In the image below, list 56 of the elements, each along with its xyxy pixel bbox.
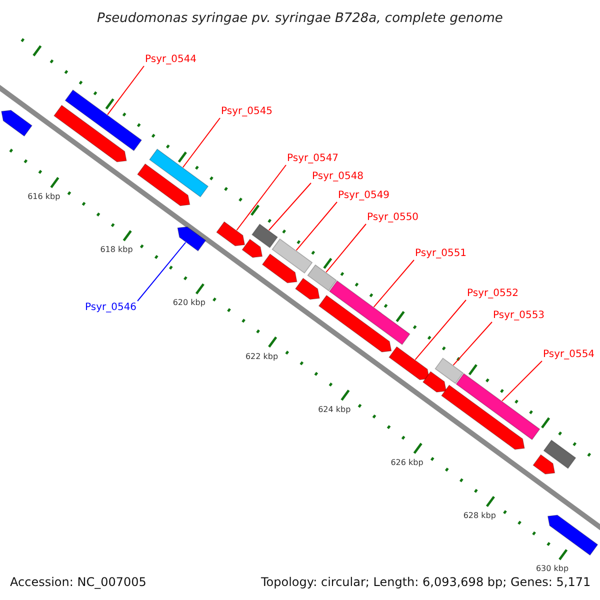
leader-line: [236, 164, 286, 231]
leader-line: [296, 202, 338, 251]
gene-segment: [532, 454, 556, 474]
leader-line: [137, 242, 186, 302]
gene-segment: [177, 226, 206, 252]
leader-line: [502, 360, 542, 402]
scale-label: 618 kbp: [100, 246, 133, 254]
gene-segment: [422, 371, 447, 393]
gene-label: Psyr_0552: [467, 289, 519, 299]
gene-label: Psyr_0550: [367, 213, 419, 223]
gene-bar: [64, 89, 142, 152]
gene-segment: [262, 254, 298, 284]
gene-segment: [53, 104, 127, 162]
genome-info-text: Topology: circular; Length: 6,093,698 bp; Genes: 5,171: [261, 576, 591, 588]
scale-label: 626 kbp: [390, 458, 424, 467]
leader-line: [414, 300, 466, 360]
leader-line: [107, 66, 144, 116]
gene-bar: [272, 238, 313, 274]
gene-label: Psyr_0545: [221, 107, 273, 117]
scale-label: 620 kbp: [172, 299, 206, 308]
gene-segment: [388, 346, 430, 380]
gene-label: Psyr_0547: [287, 154, 339, 164]
gene-segment: [440, 384, 525, 450]
map-title: Pseudomonas syringae pv. syringae B728a, complete genome: [97, 12, 503, 24]
gene-bar: [543, 440, 576, 469]
leader-line: [182, 118, 220, 168]
gene-bar: [307, 264, 337, 292]
gene-label: Psyr_0548: [312, 172, 364, 182]
gene-bar: [456, 373, 540, 440]
gene-segment: [216, 221, 246, 246]
gene-bar: [149, 148, 209, 198]
gene-label: Psyr_0554: [543, 350, 595, 360]
gene-bar: [251, 224, 278, 248]
gene-label: Psyr_0546: [85, 303, 137, 313]
gene-label: Psyr_0551: [415, 249, 467, 259]
scale-label: 628 kbp: [463, 512, 496, 520]
leader-line: [452, 322, 492, 366]
gene-label: Psyr_0549: [338, 191, 390, 201]
accession-text: Accession: NC_007005: [10, 576, 146, 588]
gene-label: Psyr_0544: [145, 55, 197, 65]
gene-segment: [294, 278, 320, 300]
scale-label: 624 kbp: [318, 406, 351, 414]
scale-label: 622 kbp: [245, 352, 278, 361]
gene-segment: [136, 163, 190, 206]
gene-segment: [1, 110, 32, 137]
gene-bar: [328, 280, 410, 346]
leader-line: [268, 182, 312, 231]
leader-line: [373, 260, 414, 308]
gene-bar: [434, 358, 464, 384]
leader-line: [326, 224, 366, 273]
scale-label: 630 kbp: [536, 565, 569, 574]
gene-segment: [547, 514, 598, 556]
gene-segment: [242, 238, 263, 258]
scale-label: 616 kbp: [28, 193, 60, 202]
gene-label: Psyr_0553: [493, 311, 545, 321]
gene-segment: [318, 294, 392, 352]
